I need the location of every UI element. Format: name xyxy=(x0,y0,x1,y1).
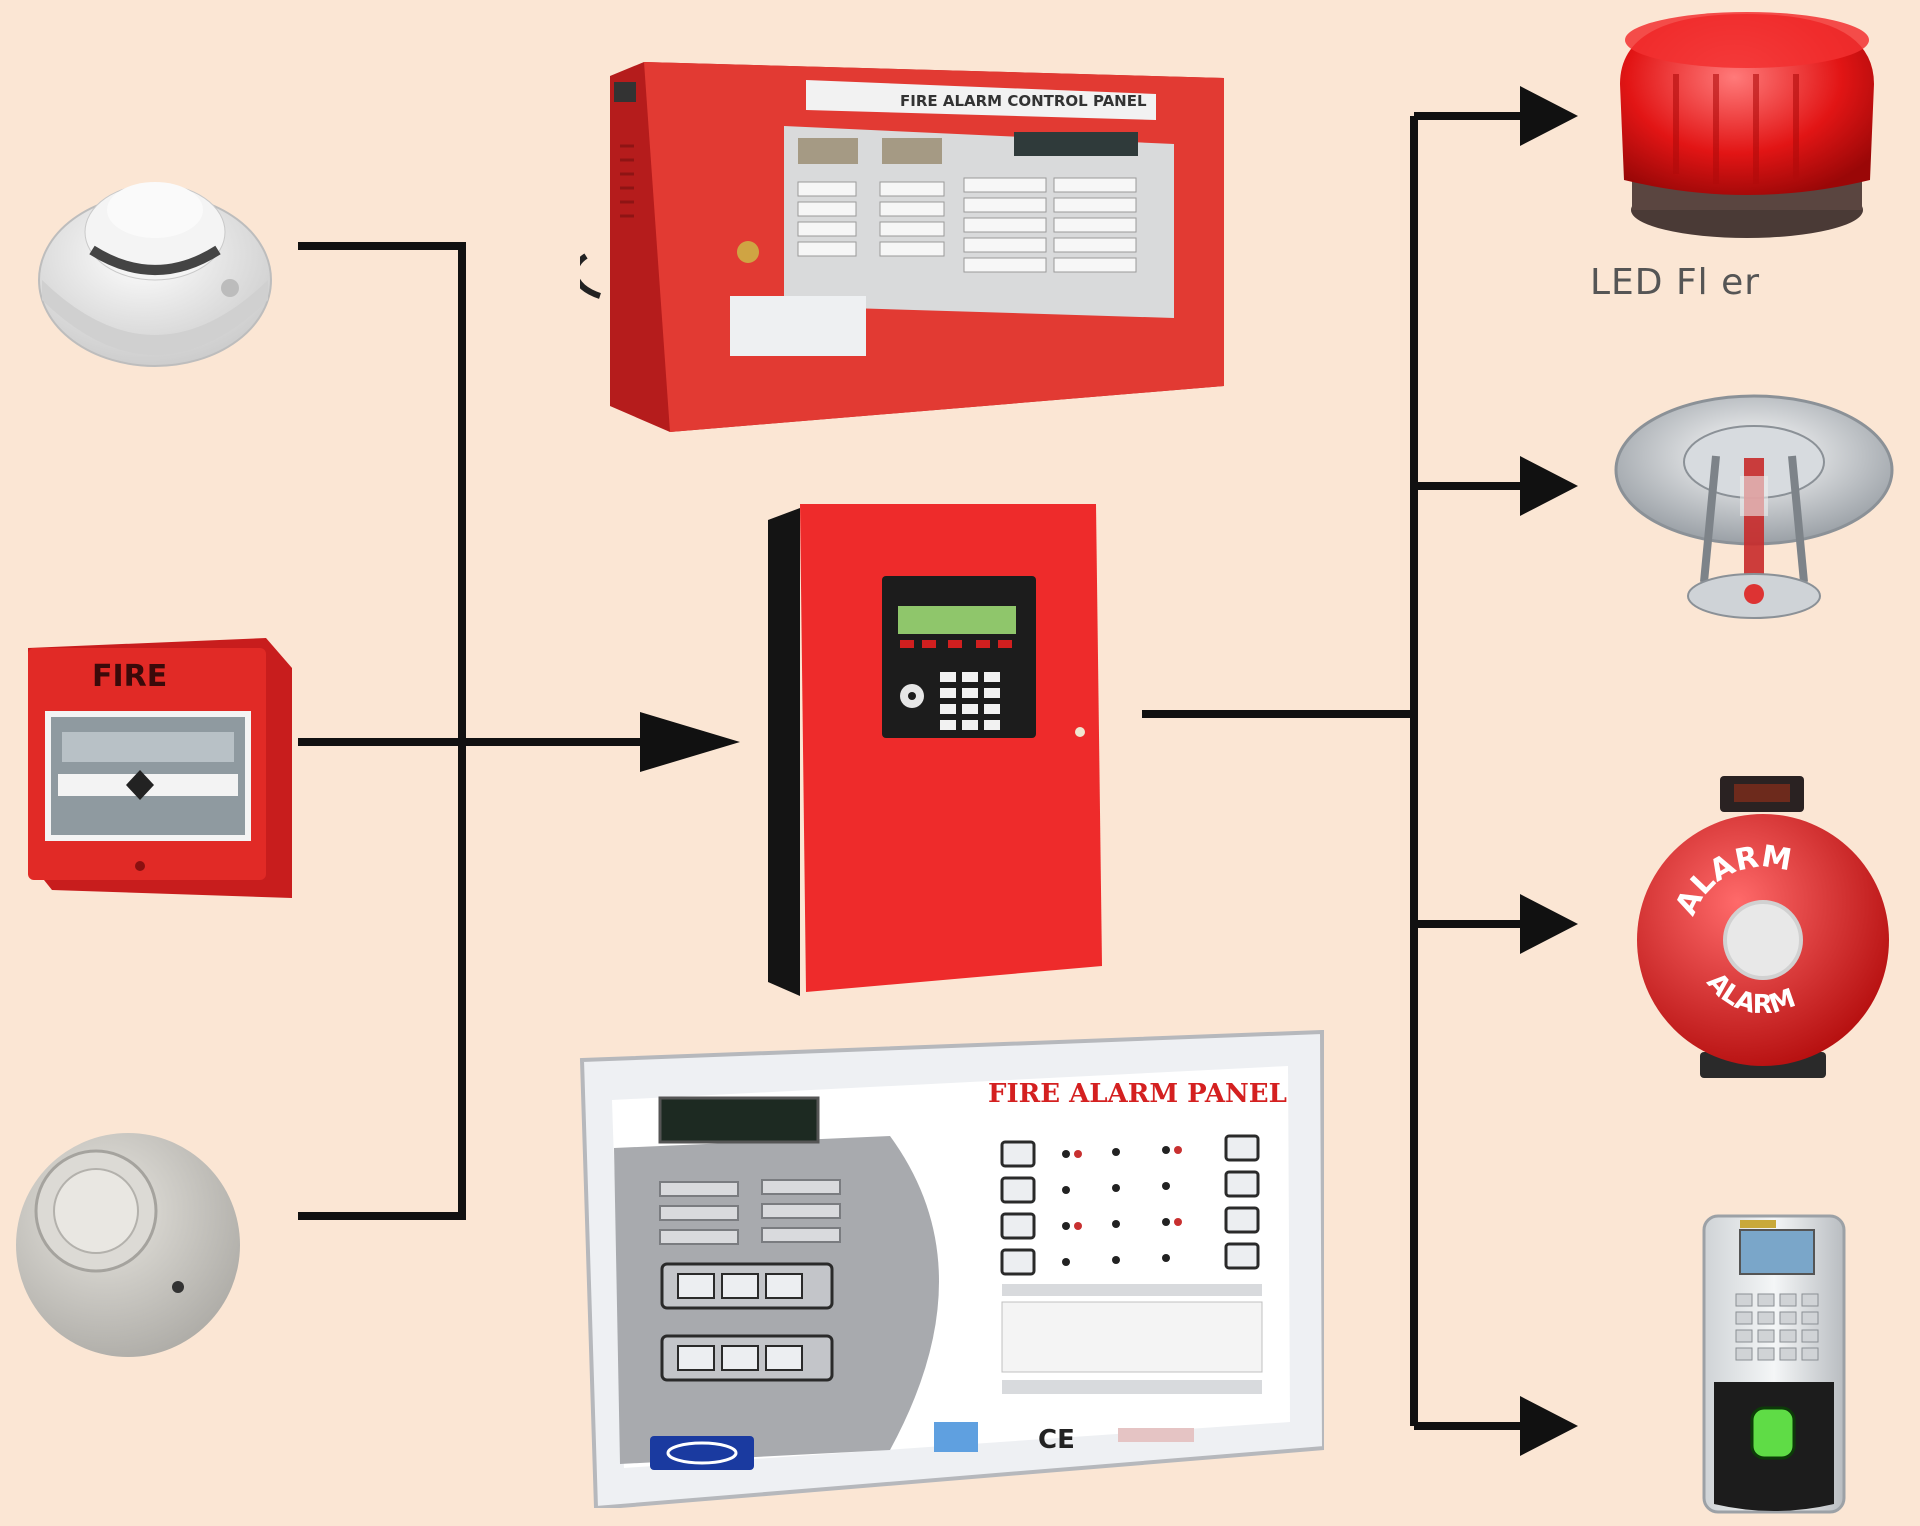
alarm-bell-icon: ALARM ALARM xyxy=(1637,776,1889,1078)
heat-detector-icon xyxy=(16,1133,240,1357)
arrow-to-bell xyxy=(1520,894,1578,954)
input-bus-line xyxy=(298,242,466,1220)
arrow-to-access xyxy=(1520,1396,1578,1456)
ce-mark: CE xyxy=(1038,1425,1075,1455)
led-flasher-icon xyxy=(1620,12,1874,238)
panel-faceplate-icon: FIRE ALARM PANEL CE xyxy=(579,1030,1324,1508)
addressable-panel-icon xyxy=(768,504,1102,996)
led-flasher-label: LED Fl er xyxy=(1590,262,1761,303)
call-point-label: FIRE xyxy=(92,659,167,694)
smoke-detector-icon xyxy=(38,182,272,367)
sprinkler-icon xyxy=(1614,394,1894,619)
top-panel-title: FIRE ALARM CONTROL PANEL xyxy=(900,92,1147,110)
manual-call-point-icon: FIRE xyxy=(28,638,292,898)
arrow-to-panel xyxy=(640,712,740,772)
control-panel-icon: FIRE ALARM CONTROL PANEL xyxy=(580,62,1224,432)
faceplate-title: FIRE ALARM PANEL xyxy=(988,1079,1287,1109)
arrow-to-flasher xyxy=(1520,86,1578,146)
arrow-to-sprinkler xyxy=(1520,456,1578,516)
fingerprint-reader-icon xyxy=(1702,1214,1846,1514)
